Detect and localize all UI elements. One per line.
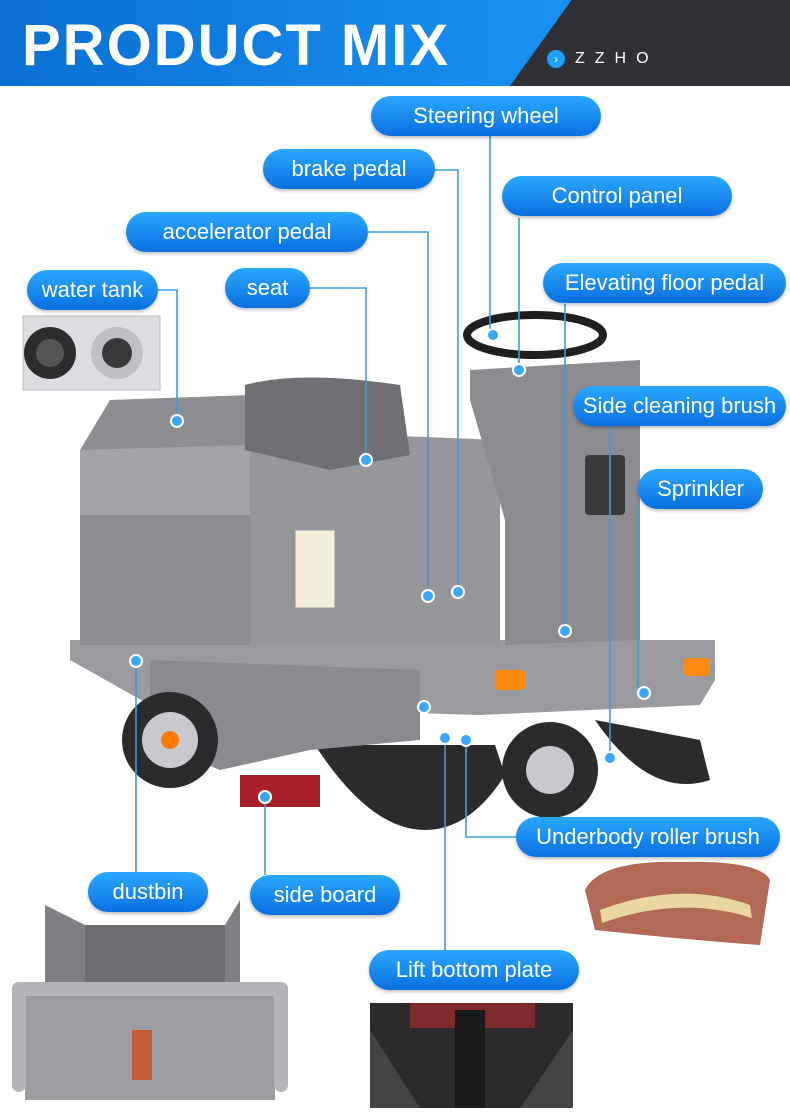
- sweeper-machine: [70, 311, 715, 830]
- label-brake-pedal: brake pedal: [263, 149, 435, 189]
- label-side-board: side board: [250, 875, 400, 915]
- label-elevating-floor-pedal: Elevating floor pedal: [543, 263, 786, 303]
- label-accelerator-pedal: accelerator pedal: [126, 212, 368, 252]
- label-side-cleaning-brush: Side cleaning brush: [573, 386, 786, 426]
- header-banner: PRODUCT MIX › ZZHO: [0, 0, 790, 86]
- leader-lines: [135, 136, 639, 950]
- label-dustbin: dustbin: [88, 872, 208, 912]
- chevron-right-icon: ›: [547, 50, 565, 68]
- dustbin-photo: [12, 900, 288, 1100]
- brand-name: ZZHO: [575, 50, 659, 67]
- label-water-tank: water tank: [27, 270, 158, 310]
- lift-bottom-plate-photo: [370, 1003, 573, 1108]
- page-title: PRODUCT MIX: [22, 13, 450, 78]
- label-lift-bottom-plate: Lift bottom plate: [369, 950, 579, 990]
- brand-logo: › ZZHO: [547, 50, 659, 68]
- label-underbody-roller-brush: Underbody roller brush: [516, 817, 780, 857]
- marker-dots: [129, 328, 651, 804]
- label-seat: seat: [225, 268, 310, 308]
- label-sprinkler: Sprinkler: [638, 469, 763, 509]
- water-tank-photo: [22, 315, 161, 391]
- roller-brush-photo: [585, 861, 770, 945]
- label-steering-wheel: Steering wheel: [371, 96, 601, 136]
- label-control-panel: Control panel: [502, 176, 732, 216]
